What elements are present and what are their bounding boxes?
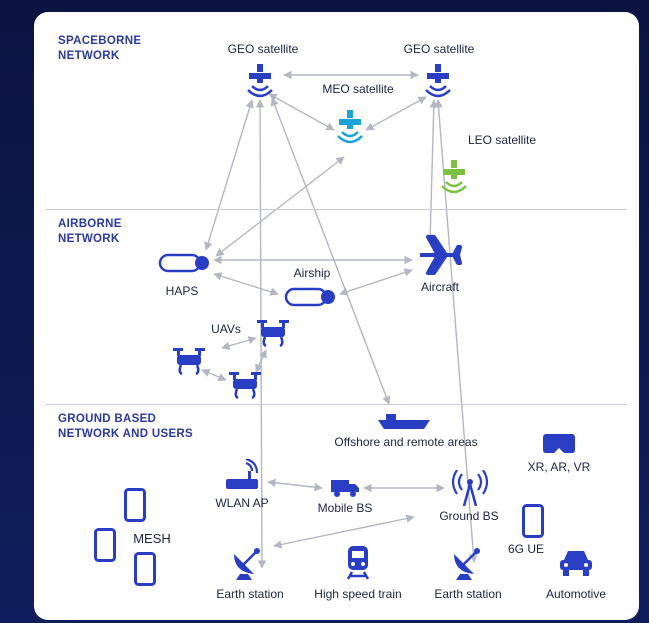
drone-icon xyxy=(229,372,261,400)
phone-icon xyxy=(134,552,156,586)
drone-icon xyxy=(173,348,205,376)
satellite-icon xyxy=(425,64,451,98)
arrow-ground-earth xyxy=(273,514,415,549)
arrow-geo-meo-right xyxy=(365,96,427,131)
geo-satellite-left-label: GEO satellite xyxy=(227,42,299,56)
ship-icon xyxy=(378,414,430,429)
satellite-icon xyxy=(337,110,363,144)
vr-headset-icon xyxy=(543,434,575,453)
aircraft-label: Aircraft xyxy=(420,280,460,294)
aircraft-icon xyxy=(420,235,462,275)
meo-satellite-label: MEO satellite xyxy=(322,82,394,96)
divider-space-air xyxy=(46,209,627,210)
offshore-label: Offshore and remote areas xyxy=(334,435,478,449)
high-speed-train-label: High speed train xyxy=(314,587,402,601)
arrow-geo-aircraft xyxy=(426,99,438,243)
drone-icon xyxy=(257,320,289,348)
uavs-label: UAVs xyxy=(211,322,241,336)
arrow-geo-offshore xyxy=(270,97,391,405)
satellite-icon xyxy=(247,64,273,98)
arrow-meo-haps xyxy=(215,156,345,257)
6g-ue-label: 6G UE xyxy=(507,542,545,556)
divider-air-ground xyxy=(46,404,627,405)
earth-station-right-label: Earth station xyxy=(434,587,502,601)
leo-satellite-label: LEO satellite xyxy=(467,133,537,147)
wlan-ap-label: WLAN AP xyxy=(215,496,269,510)
geo-satellite-right-label: GEO satellite xyxy=(403,42,475,56)
arrow-uav-2-3 xyxy=(255,349,267,373)
arrow-geo-haps xyxy=(204,99,254,251)
train-icon xyxy=(346,546,370,580)
arrow-haps-airship xyxy=(213,272,279,296)
haps-label: HAPS xyxy=(165,284,199,298)
arrow-uav-1-2 xyxy=(221,336,257,350)
airship-label: Airship xyxy=(293,266,331,280)
connection-arrows xyxy=(201,70,478,569)
truck-icon xyxy=(331,480,359,497)
xr-ar-vr-label: XR, AR, VR xyxy=(527,460,591,474)
earth-station-left-label: Earth station xyxy=(216,587,284,601)
ground-bs-label: Ground BS xyxy=(439,509,499,523)
phone-icon xyxy=(94,528,116,562)
phone-icon xyxy=(522,504,544,538)
mobile-bs-label: Mobile BS xyxy=(317,501,373,515)
router-icon xyxy=(226,459,259,489)
phone-icon xyxy=(124,488,146,522)
antenna-tower-icon xyxy=(451,470,489,506)
satellite-dish-icon xyxy=(454,548,480,580)
arrow-wlan-mobile xyxy=(267,478,323,492)
arrow-uav-1-3 xyxy=(201,369,227,381)
section-ground: GROUND BASED NETWORK AND USERS xyxy=(58,413,194,440)
arrow-geo-earth-right xyxy=(434,99,478,563)
airship-icon xyxy=(284,287,335,307)
network-diagram-card: SPACEBORNE NETWORK AIRBORNE NETWORK GROU… xyxy=(34,12,639,620)
car-icon xyxy=(560,551,592,576)
section-airborne: AIRBORNE NETWORK xyxy=(58,218,122,245)
automotive-label: Automotive xyxy=(545,587,607,601)
haps-balloon-icon xyxy=(158,253,209,273)
arrow-airship-aircraft xyxy=(339,268,413,296)
satellite-dish-icon xyxy=(234,548,260,580)
satellite-icon xyxy=(441,160,467,194)
section-spaceborne: SPACEBORNE NETWORK xyxy=(58,35,142,62)
arrow-geo-meo xyxy=(268,93,335,131)
mesh-label: MESH xyxy=(133,531,171,546)
